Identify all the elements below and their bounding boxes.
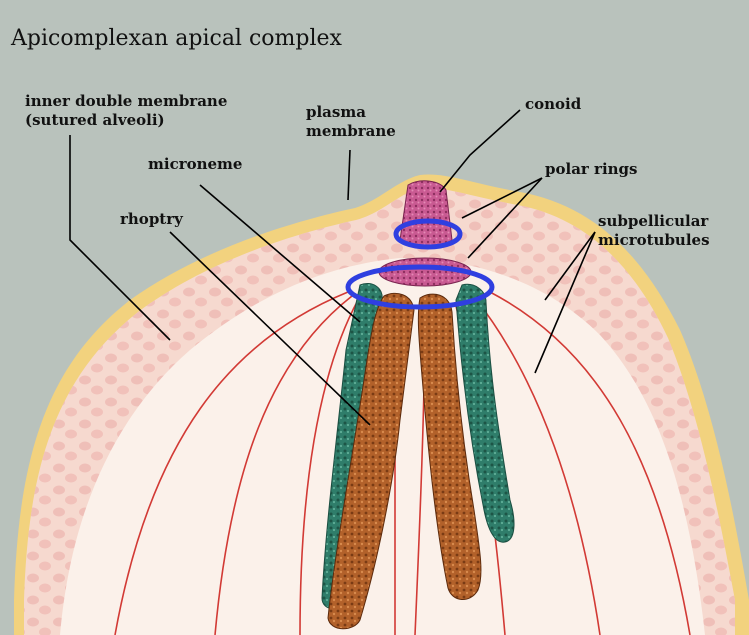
conoid-shape [400, 181, 452, 246]
label-rhoptry: rhoptry [120, 210, 183, 229]
diagram-title: Apicomplexan apical complex [11, 26, 342, 52]
label-subpellicular-line2: microtubules [598, 231, 710, 250]
label-inner-membrane-line2: (sutured alveoli) [25, 111, 227, 130]
label-conoid: conoid [525, 95, 581, 114]
label-polar-rings: polar rings [545, 160, 637, 179]
label-subpellicular-microtubules: subpellicular microtubules [598, 212, 710, 250]
label-plasma-line2: membrane [306, 122, 396, 141]
label-inner-double-membrane: inner double membrane (sutured alveoli) [25, 92, 227, 130]
label-inner-membrane-line1: inner double membrane [25, 92, 227, 111]
label-subpellicular-line1: subpellicular [598, 212, 710, 231]
label-plasma-membrane: plasma membrane [306, 103, 396, 141]
label-microneme: microneme [148, 155, 242, 174]
label-plasma-line1: plasma [306, 103, 396, 122]
